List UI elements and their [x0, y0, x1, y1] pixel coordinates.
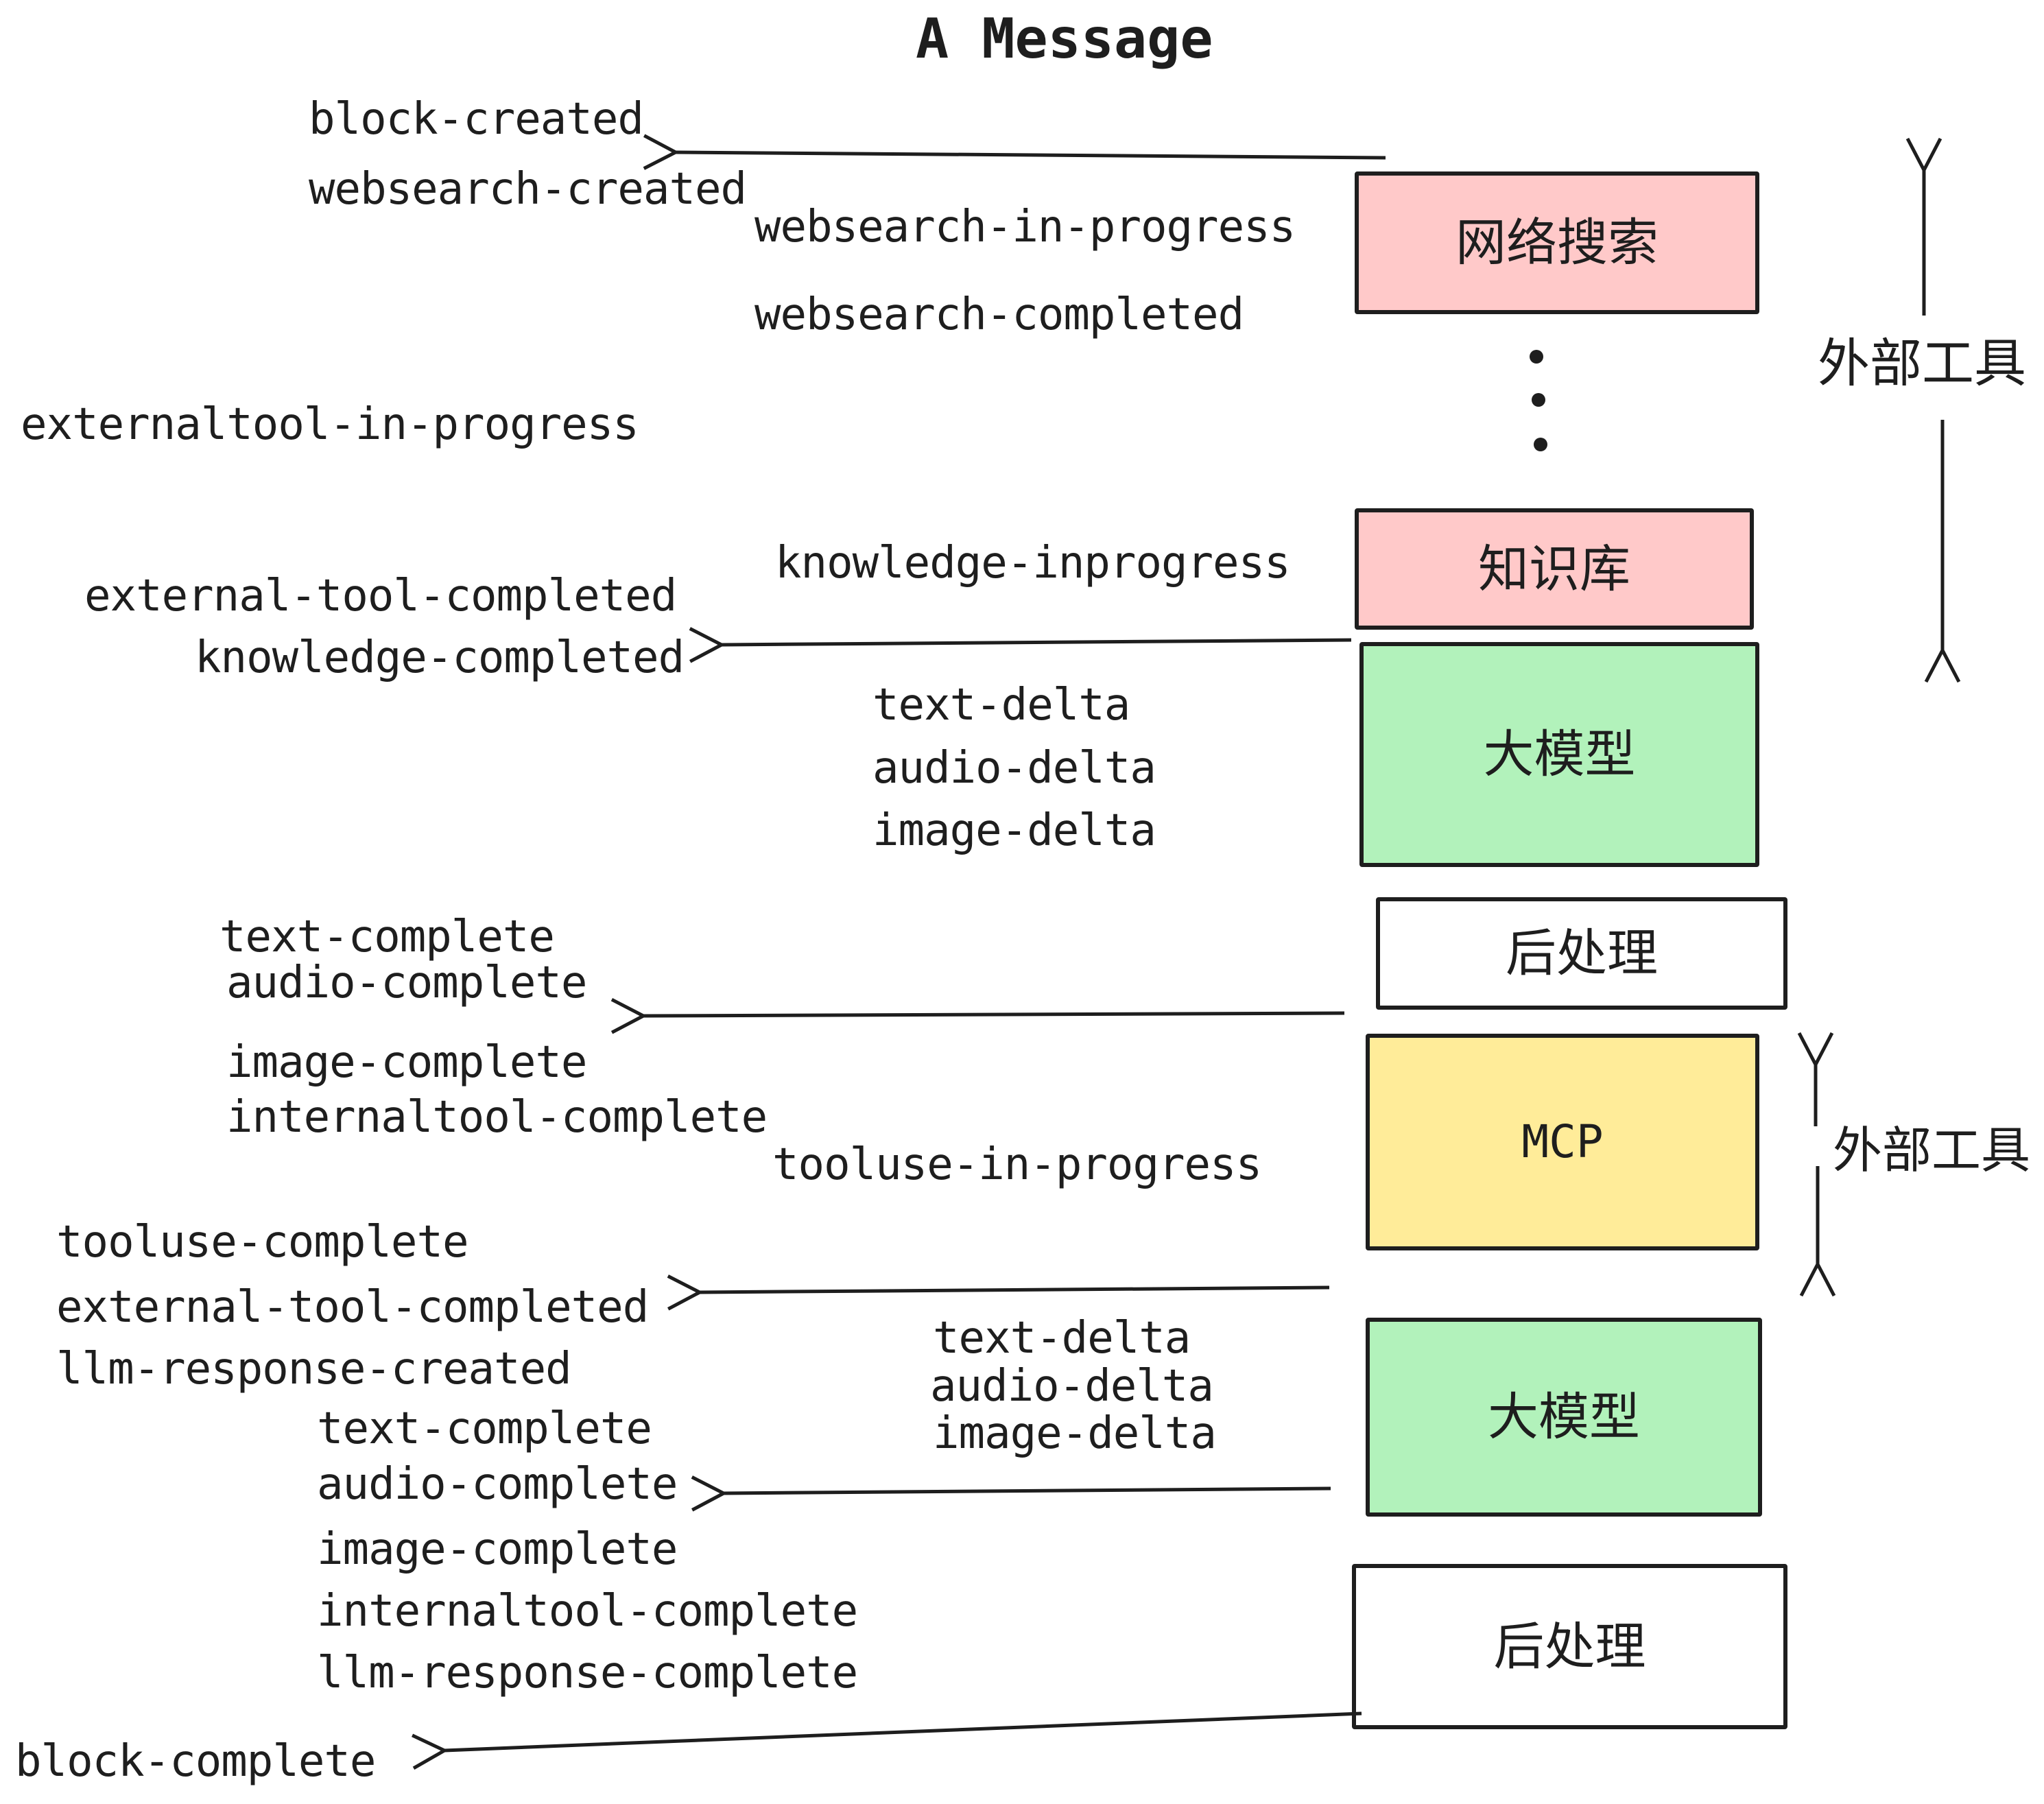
- box-knowledge-base: 知识库: [1355, 508, 1754, 630]
- event-label-image-complete: image-complete: [226, 1037, 587, 1088]
- event-label-tooluse-in-progress: tooluse-in-progress: [772, 1139, 1262, 1190]
- event-label-llm-response-created: llm-response-created: [56, 1344, 572, 1394]
- box-llm-1-label: 大模型: [1483, 725, 1636, 784]
- event-label-external-tool-completed-2: external-tool-completed: [56, 1282, 649, 1333]
- ellipsis-dot-1: [1530, 350, 1543, 364]
- event-label-block-complete: block-complete: [15, 1736, 376, 1787]
- side-label-external-tools-1: 外部工具: [1818, 333, 2026, 394]
- side-label-external-tools-2: 外部工具: [1833, 1121, 2031, 1179]
- event-label-knowledge-completed: knowledge-completed: [195, 632, 685, 683]
- event-label-websearch-completed: websearch-completed: [754, 289, 1244, 340]
- event-label-image-delta: image-delta: [872, 805, 1156, 856]
- box-postprocess-1: 后处理: [1376, 897, 1787, 1010]
- box-mcp-label: MCP: [1521, 1115, 1604, 1168]
- box-postprocess-1-label: 后处理: [1506, 924, 1658, 983]
- ellipsis-dot-3: [1534, 438, 1547, 451]
- box-llm-2: 大模型: [1366, 1318, 1762, 1517]
- event-label-audio-delta-2: audio-delta: [930, 1361, 1214, 1412]
- event-label-block-created: block-created: [309, 94, 644, 145]
- event-label-text-complete-2: text-complete: [317, 1403, 652, 1454]
- box-websearch: 网络搜索: [1355, 171, 1759, 314]
- event-label-text-delta: text-delta: [872, 680, 1130, 731]
- event-label-tooluse-complete: tooluse-complete: [56, 1217, 468, 1268]
- event-label-websearch-created: websearch-created: [309, 164, 747, 215]
- arrow-to-block-created: [643, 134, 1386, 170]
- event-label-llm-response-complete: llm-response-complete: [317, 1648, 858, 1698]
- event-label-internaltool-complete-2: internaltool-complete: [317, 1586, 858, 1637]
- box-postprocess-2-label: 后处理: [1493, 1617, 1646, 1676]
- box-websearch-label: 网络搜索: [1455, 213, 1659, 272]
- event-label-audio-complete: audio-complete: [226, 958, 587, 1008]
- arrow-to-knowledge-completed: [689, 627, 1352, 663]
- arrow-to-image-complete: [610, 997, 1345, 1034]
- box-llm-2-label: 大模型: [1488, 1388, 1640, 1447]
- arrow-to-tooluse-complete: [667, 1274, 1330, 1311]
- ellipsis-dot-2: [1532, 393, 1545, 407]
- event-label-audio-complete-2: audio-complete: [317, 1459, 678, 1510]
- box-knowledge-base-label: 知识库: [1478, 539, 1630, 599]
- event-label-websearch-in-progress: websearch-in-progress: [754, 202, 1296, 252]
- event-label-text-delta-2: text-delta: [933, 1313, 1191, 1364]
- event-label-text-complete: text-complete: [219, 912, 555, 962]
- box-mcp: MCP: [1366, 1034, 1759, 1250]
- event-label-image-delta-2: image-delta: [933, 1408, 1217, 1459]
- event-label-external-tool-completed: external-tool-completed: [84, 571, 677, 621]
- box-llm-1: 大模型: [1359, 642, 1759, 867]
- event-label-image-complete-2: image-complete: [317, 1524, 678, 1575]
- event-label-externaltool-in-progress: externaltool-in-progress: [21, 399, 639, 450]
- arrow-to-block-complete: [412, 1711, 1362, 1770]
- event-label-internaltool-complete: internaltool-complete: [226, 1092, 768, 1143]
- page-title: A Message: [916, 7, 1213, 71]
- event-label-knowledge-inprogress: knowledge-inprogress: [775, 538, 1291, 589]
- arrow-to-audio-complete-2: [691, 1475, 1331, 1512]
- event-label-audio-delta: audio-delta: [872, 743, 1156, 794]
- box-postprocess-2: 后处理: [1352, 1564, 1787, 1729]
